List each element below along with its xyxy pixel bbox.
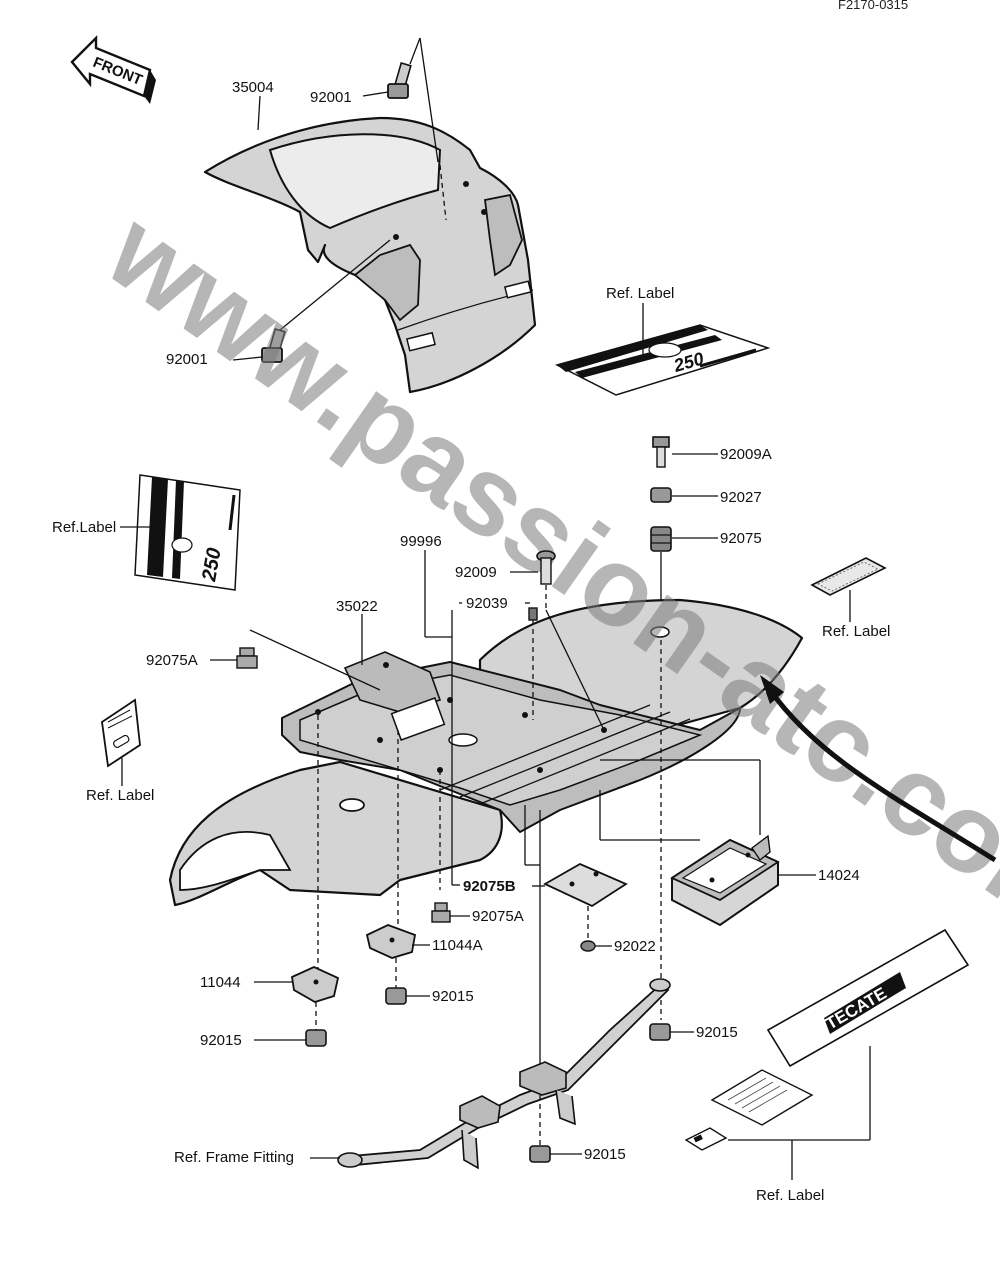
frame-fitting xyxy=(337,978,671,1170)
clip-11044[interactable] xyxy=(291,966,340,1003)
battery-box-14024[interactable] xyxy=(670,834,780,927)
label-92075: 92075 xyxy=(720,530,762,547)
label-ref-card: Ref. Label xyxy=(86,787,154,804)
label-35022: 35022 xyxy=(336,598,378,615)
label-ref-frame-fitting: Ref. Frame Fitting xyxy=(174,1149,294,1166)
nut-92039[interactable] xyxy=(528,607,538,621)
stripe-decal-250-top: 250 xyxy=(554,324,771,396)
nut-92022[interactable] xyxy=(580,940,596,952)
label-ref-stripe: Ref. Label xyxy=(606,285,674,302)
label-92001-left: 92001 xyxy=(166,351,208,368)
label-92015-b: 92015 xyxy=(200,1032,242,1049)
ref-label-plate-right xyxy=(810,557,887,596)
label-92015-c: 92015 xyxy=(696,1024,738,1041)
screw-92009[interactable] xyxy=(536,550,556,585)
label-92027: 92027 xyxy=(720,489,762,506)
nut-92015-a[interactable] xyxy=(385,987,407,1005)
collar-92027[interactable] xyxy=(650,487,672,503)
decal-tecate: TECATE xyxy=(766,928,970,1068)
label-ref-right: Ref. Label xyxy=(822,623,890,640)
ref-label-card-left xyxy=(101,698,141,768)
bolt-92001-top[interactable] xyxy=(387,62,412,99)
label-92075B: 92075B xyxy=(463,878,516,895)
label-92015-d: 92015 xyxy=(584,1146,626,1163)
rear-fender-cover-35004[interactable] xyxy=(203,116,537,394)
grommet-92075[interactable] xyxy=(650,526,672,552)
label-92009A: 92009A xyxy=(720,446,772,463)
label-92039: 92039 xyxy=(466,595,508,612)
label-92001-top: 92001 xyxy=(310,89,352,106)
label-11044A: 11044A xyxy=(432,937,483,954)
ref-label-sheet-bottom xyxy=(684,1069,814,1151)
nut-92015-c[interactable] xyxy=(649,1023,671,1041)
plate-92075B[interactable] xyxy=(543,862,628,908)
nut-92015-b[interactable] xyxy=(305,1029,327,1047)
grommet-92075A-mid[interactable] xyxy=(431,902,451,923)
label-14024: 14024 xyxy=(818,867,860,884)
stripe-decal-250-left: 250 xyxy=(134,474,241,591)
label-35004: 35004 xyxy=(232,79,274,96)
grommet-92075A-left[interactable] xyxy=(236,647,258,669)
bolt-92009A[interactable] xyxy=(652,436,670,468)
front-arrow-icon: FRONT xyxy=(70,35,156,104)
label-92075A-mid: 92075A xyxy=(472,908,524,925)
label-92022: 92022 xyxy=(614,938,656,955)
bolt-92001-left[interactable] xyxy=(261,328,286,363)
label-92009: 92009 xyxy=(455,564,497,581)
nut-92015-d[interactable] xyxy=(529,1145,551,1163)
direction-arrow-icon xyxy=(760,675,784,704)
label-ref-bottom: Ref. Label xyxy=(756,1187,824,1204)
label-99996: 99996 xyxy=(400,533,442,550)
label-ref-left-decal: Ref.Label xyxy=(52,519,116,536)
label-92075A-left: 92075A xyxy=(146,652,198,669)
label-92015-a: 92015 xyxy=(432,988,474,1005)
diagram-code: F2170-0315 xyxy=(838,0,908,12)
label-11044: 11044 xyxy=(200,974,241,991)
rear-fender-main[interactable] xyxy=(168,598,804,907)
clip-11044A[interactable] xyxy=(365,924,417,959)
